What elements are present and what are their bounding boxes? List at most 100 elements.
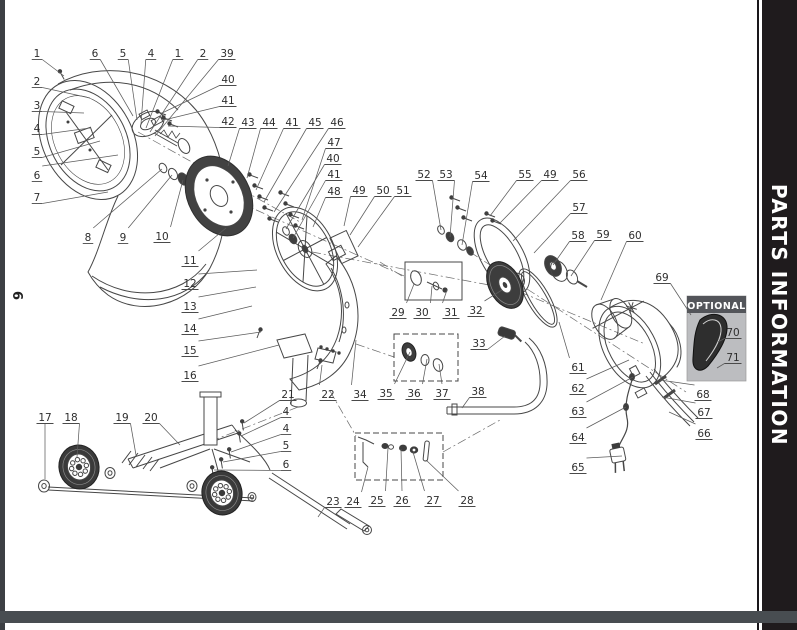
- callout-number-4: 4: [148, 48, 155, 60]
- leader-line-10: [170, 179, 184, 228]
- leader-line-39: [154, 59, 219, 137]
- leader-line-37: [438, 363, 443, 385]
- callout-number-47: 47: [327, 137, 340, 149]
- pulley: [486, 261, 524, 309]
- callout-number-26: 26: [395, 495, 409, 507]
- callout-number-43: 43: [241, 117, 254, 129]
- leader-line-61: [558, 321, 570, 359]
- leader-line-49: [343, 196, 351, 227]
- callout-number-30: 30: [415, 307, 428, 319]
- callout-number-56: 56: [572, 169, 586, 181]
- callout-number-71: 71: [726, 352, 739, 364]
- callout-number-50: 50: [376, 185, 389, 197]
- callout-number-40: 40: [221, 74, 234, 86]
- leader-line-3: [42, 111, 85, 114]
- leader-line-42: [167, 125, 220, 128]
- callout-number-9: 9: [120, 232, 127, 244]
- leader-line-69: [670, 283, 692, 316]
- callout-number-62: 62: [571, 383, 584, 395]
- callout-number-4: 4: [283, 406, 290, 418]
- callout-number-7: 7: [34, 192, 41, 204]
- leader-line-40: [159, 85, 220, 115]
- leader-line-24: [361, 466, 369, 493]
- leader-line-41: [255, 128, 284, 191]
- leader-line-6: [42, 154, 119, 167]
- callout-number-37: 37: [435, 388, 448, 400]
- callout-number-6: 6: [283, 459, 290, 471]
- leader-line-8: [93, 168, 163, 229]
- callout-number-6: 6: [92, 48, 99, 60]
- sidebar-parts-information: PARTS INFORMATION: [762, 0, 797, 630]
- leader-line-5: [222, 451, 281, 463]
- leader-line-4: [42, 127, 91, 135]
- leader-line-23: [317, 507, 325, 518]
- power-cord: [618, 364, 641, 447]
- callout-number-21: 21: [281, 389, 294, 401]
- leader-line-9: [127, 174, 173, 229]
- leader-line-55: [489, 180, 517, 217]
- callout-number-17: 17: [38, 412, 51, 424]
- callout-number-38: 38: [471, 386, 484, 398]
- leader-line-56: [512, 180, 571, 242]
- callout-number-34: 34: [353, 389, 367, 401]
- leader-line-35: [394, 351, 411, 385]
- callout-number-36: 36: [407, 388, 421, 400]
- callout-number-4: 4: [283, 423, 290, 435]
- callout-number-16: 16: [183, 370, 197, 382]
- leader-line-19: [130, 423, 137, 456]
- leader-line-54: [461, 181, 473, 246]
- leader-line-28: [425, 459, 459, 492]
- leader-line-70: [717, 338, 725, 343]
- callout-number-35: 35: [379, 388, 392, 400]
- callout-number-27: 27: [426, 495, 439, 507]
- leader-line-22: [319, 364, 323, 386]
- leader-line-7: [42, 191, 109, 204]
- callout-number-5: 5: [283, 440, 290, 452]
- leader-line-58: [552, 241, 570, 266]
- callout-number-41: 41: [327, 169, 340, 181]
- callout-number-3: 3: [34, 100, 41, 112]
- callout-number-64: 64: [571, 432, 585, 444]
- callout-number-53: 53: [439, 169, 452, 181]
- callout-number-1: 1: [34, 48, 41, 60]
- leader-line-62: [586, 359, 630, 380]
- leader-line-57: [533, 213, 571, 254]
- drive-belt: [518, 268, 558, 328]
- leader-line-1: [145, 59, 174, 129]
- shaft-collars: [282, 226, 359, 265]
- washer-box-35-37: [393, 333, 459, 382]
- page-number: 6: [9, 290, 25, 301]
- callout-number-2: 2: [34, 76, 41, 88]
- optional-handle: [692, 313, 728, 371]
- callout-number-23: 23: [326, 496, 339, 508]
- leader-line-4: [140, 59, 147, 125]
- left-edge-strip: [0, 0, 5, 630]
- leader-line-14: [198, 305, 253, 320]
- callout-number-2: 2: [200, 48, 207, 60]
- pivot-base: [276, 333, 341, 408]
- callout-number-57: 57: [572, 202, 585, 214]
- leader-line-47: [301, 148, 326, 221]
- leader-line-33: [487, 335, 506, 350]
- leader-line-59: [570, 240, 595, 277]
- leader-line-12: [198, 269, 258, 275]
- callout-number-18: 18: [64, 412, 77, 424]
- leader-line-51: [357, 196, 395, 248]
- optional-label: OPTIONAL: [687, 301, 746, 312]
- leader-line-67: [661, 396, 696, 404]
- callout-number-70: 70: [726, 327, 739, 339]
- motor: [591, 298, 645, 340]
- callout-number-5: 5: [34, 146, 41, 158]
- callout-number-15: 15: [183, 345, 196, 357]
- leader-line-44: [246, 128, 261, 179]
- callout-number-6: 6: [34, 170, 41, 182]
- seal-washers: [437, 225, 474, 256]
- callout-number-25: 25: [370, 495, 383, 507]
- leader-line-21: [243, 400, 280, 424]
- callout-number-8: 8: [85, 232, 92, 244]
- sidebar-title: PARTS INFORMATION: [767, 183, 792, 447]
- leader-line-20: [159, 423, 181, 446]
- leader-line-40: [285, 164, 325, 230]
